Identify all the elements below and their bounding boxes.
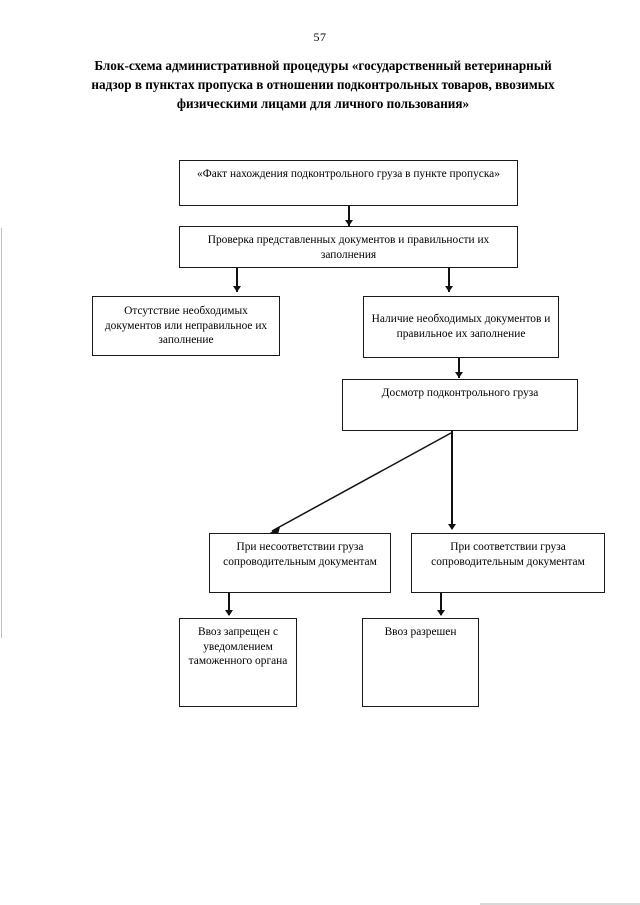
flow-node-cargo-match: При соответствии груза сопроводительным … xyxy=(411,533,605,593)
flow-node-cargo-mismatch: При несоответствии груза сопроводительны… xyxy=(209,533,391,593)
flow-node-label: При несоответствии груза сопроводительны… xyxy=(223,541,377,568)
scan-artifact-left-line xyxy=(1,228,2,638)
flow-node-label: «Факт нахождения подконтрольного груза в… xyxy=(197,168,500,180)
arrowhead-n2-n3 xyxy=(232,286,241,292)
arrowhead-n6-n8 xyxy=(224,610,233,616)
arrowhead-n7-n9 xyxy=(436,610,445,616)
flow-node-documents-present: Наличие необходимых документов и правиль… xyxy=(363,296,559,358)
connector-n2-n4 xyxy=(448,268,450,292)
connector-n7-n9 xyxy=(440,593,442,615)
flow-node-label: Отсутствие необходимых документов или не… xyxy=(104,305,268,347)
flow-node-import-allowed: Ввоз разрешен xyxy=(362,618,479,707)
flow-node-label: Ввоз запрещен с уведомлением таможенного… xyxy=(188,626,288,668)
connector-n2-n3 xyxy=(236,268,238,292)
arrowhead-n2-n4 xyxy=(444,286,453,292)
flow-node-missing-documents: Отсутствие необходимых документов или не… xyxy=(92,296,280,356)
flow-node-label: Досмотр подконтрольного груза xyxy=(381,387,539,399)
page-number: 57 xyxy=(313,30,327,44)
connector-n5-n7 xyxy=(451,431,453,527)
page-title: Блок-схема административной процедуры «г… xyxy=(91,58,555,111)
arrowhead-n1-n2 xyxy=(344,220,353,226)
flow-node-fact-of-presence: «Факт нахождения подконтрольного груза в… xyxy=(179,160,518,206)
connector-n1-n2 xyxy=(348,206,350,226)
connector-n4-n5 xyxy=(458,358,460,378)
flow-node-import-prohibited: Ввоз запрещен с уведомлением таможенного… xyxy=(179,618,297,707)
flow-node-cargo-inspection: Досмотр подконтрольного груза xyxy=(342,379,578,431)
flow-node-label: Проверка представленных документов и пра… xyxy=(207,234,490,261)
flow-node-label: Ввоз разрешен xyxy=(384,626,457,638)
connector-n6-n8 xyxy=(228,593,230,615)
flow-node-label: При соответствии груза сопроводительным … xyxy=(431,541,585,568)
arrowhead-n5-n7 xyxy=(447,524,456,530)
flow-node-label: Наличие необходимых документов и правиль… xyxy=(371,313,551,340)
scan-artifact-bottom-line xyxy=(480,903,640,905)
arrowhead-n4-n5 xyxy=(454,372,463,378)
flow-node-document-check: Проверка представленных документов и пра… xyxy=(179,226,518,268)
